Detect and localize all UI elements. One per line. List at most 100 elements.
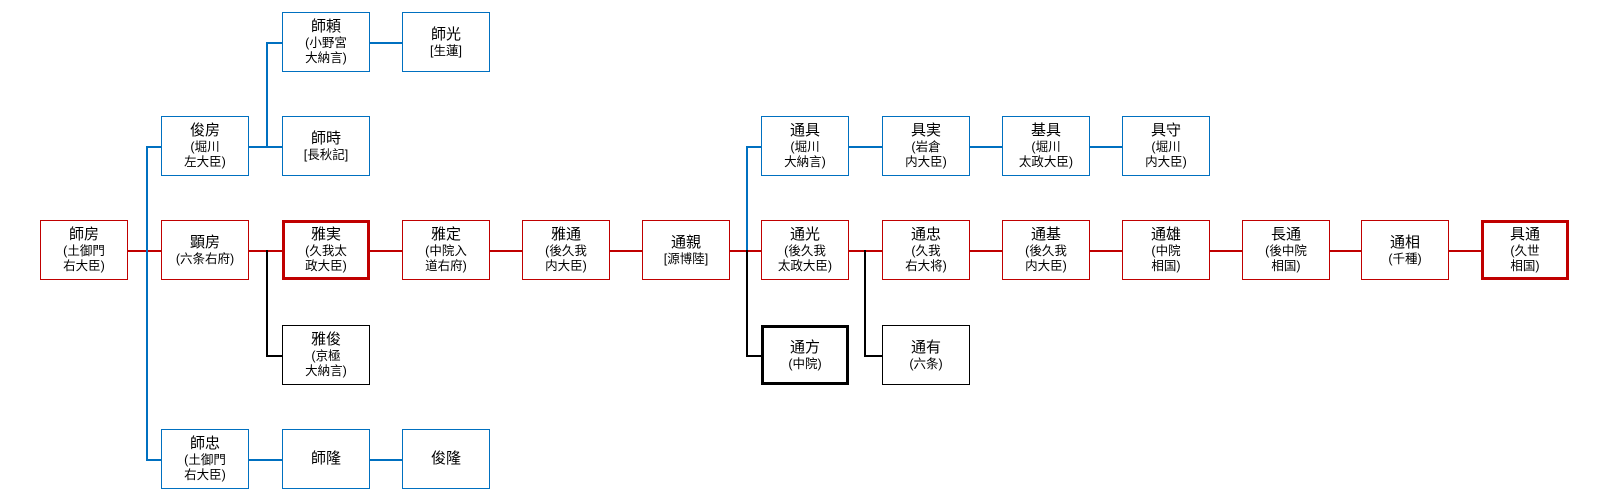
person-title-line: 相国) <box>1510 259 1540 273</box>
person-title-line: [長秋記] <box>303 147 349 162</box>
person-title-line: (小野宮 <box>305 36 347 50</box>
connector-line <box>266 250 268 357</box>
connector-line <box>970 250 1004 252</box>
person-name: 長通 <box>1270 226 1301 243</box>
person-title-line: (後久我 <box>784 244 826 258</box>
connector-line <box>266 42 284 44</box>
connector-line <box>746 146 763 148</box>
person-box-akifusa: 顕房(六条右府) <box>161 220 249 280</box>
person-title-line: (六条右府) <box>175 251 235 266</box>
person-title-line: 大納言) <box>305 364 347 378</box>
person-name: 通方 <box>789 338 820 356</box>
person-name: 雅通 <box>550 226 581 243</box>
person-box-michichika: 通親[源博陸] <box>642 220 730 280</box>
person-box-tomozane: 具実(岩倉内大臣) <box>882 116 970 176</box>
connector-line <box>849 250 884 252</box>
connector-line <box>1090 250 1124 252</box>
connector-line <box>370 250 404 252</box>
connector-line <box>746 146 748 252</box>
person-title-line: 内大臣) <box>1025 259 1067 273</box>
person-name: 師光 <box>430 25 461 43</box>
connector-line <box>1330 250 1363 252</box>
person-title-line: (堀川 <box>1031 140 1061 154</box>
person-title-line: (堀川 <box>190 140 220 154</box>
connector-line <box>370 459 404 461</box>
person-title-line: 内大臣) <box>1145 155 1187 169</box>
person-name: 通雄 <box>1150 226 1181 243</box>
person-name: 通有 <box>910 338 941 356</box>
connector-line <box>1090 146 1124 148</box>
person-name: 通基 <box>1030 226 1061 243</box>
person-title-line: (堀川 <box>1151 140 1181 154</box>
person-box-michimoto: 通基(後久我内大臣) <box>1002 220 1090 280</box>
person-title-line: (久我太 <box>305 244 347 258</box>
person-name: 顕房 <box>189 233 220 251</box>
connector-line <box>146 146 163 148</box>
person-title-line: 内大臣) <box>905 155 947 169</box>
connector-line <box>490 250 524 252</box>
person-name: 師忠 <box>189 435 220 452</box>
person-title-line: (中院) <box>788 356 822 371</box>
person-name: 師時 <box>310 129 341 147</box>
person-box-masamichi: 雅通(後久我内大臣) <box>522 220 610 280</box>
person-title-line: 大納言) <box>784 155 826 169</box>
person-title-line: 左大臣) <box>184 155 226 169</box>
person-title-line: 相国) <box>1151 259 1181 273</box>
person-name: 具通 <box>1509 226 1540 243</box>
person-box-toshitaka: 俊隆 <box>402 429 490 489</box>
person-title-line: 相国) <box>1271 259 1301 273</box>
person-name: 通親 <box>670 233 701 251</box>
person-name: 俊隆 <box>430 450 461 467</box>
person-title-line: (後久我 <box>545 244 587 258</box>
person-box-michisuke: 通相(千種) <box>1361 220 1449 280</box>
person-box-masasada: 雅定(中院入道右府) <box>402 220 490 280</box>
person-title-line: (六条) <box>909 356 943 371</box>
person-title-line: [源博陸] <box>663 251 709 266</box>
person-title-line: 太政大臣) <box>1018 155 1074 169</box>
person-title-line: (後中院 <box>1265 244 1307 258</box>
person-box-morotaka: 師隆 <box>282 429 370 489</box>
person-box-toshifusa: 俊房(堀川左大臣) <box>161 116 249 176</box>
person-box-mototomo: 基具(堀川太政大臣) <box>1002 116 1090 176</box>
person-title-line: (京極 <box>311 349 341 363</box>
connector-line <box>266 355 284 357</box>
person-box-masatoshi: 雅俊(京極大納言) <box>282 325 370 385</box>
person-title-line: 太政大臣) <box>777 259 833 273</box>
person-box-michitomo: 通具(堀川大納言) <box>761 116 849 176</box>
person-name: 通相 <box>1389 233 1420 251</box>
connector-line <box>146 146 148 461</box>
person-box-michiari: 通有(六条) <box>882 325 970 385</box>
person-box-tomomori: 具守(堀川内大臣) <box>1122 116 1210 176</box>
connector-line <box>266 42 268 148</box>
person-name: 俊房 <box>189 122 220 139</box>
person-title-line: (土御門 <box>63 244 105 258</box>
connector-line <box>864 250 866 357</box>
person-title-line: 政大臣) <box>305 259 347 273</box>
connector-line <box>970 146 1004 148</box>
person-name: 通忠 <box>910 226 941 243</box>
person-title-line: 道右府) <box>425 259 467 273</box>
connector-line <box>249 459 284 461</box>
person-box-moroyori: 師頼(小野宮大納言) <box>282 12 370 72</box>
person-name: 通光 <box>789 226 820 243</box>
connector-line <box>146 459 163 461</box>
person-title-line: 右大臣) <box>184 468 226 482</box>
person-title-line: (土御門 <box>184 453 226 467</box>
person-box-morofusa: 師房(土御門右大臣) <box>40 220 128 280</box>
person-title-line: [生蓮] <box>430 43 462 58</box>
person-box-morotada: 師忠(土御門右大臣) <box>161 429 249 489</box>
connector-line <box>746 250 748 357</box>
person-title-line: 右大将) <box>905 259 947 273</box>
connector-line <box>1210 250 1244 252</box>
person-title-line: 内大臣) <box>545 259 587 273</box>
person-box-morotoki: 師時[長秋記] <box>282 116 370 176</box>
connector-line <box>849 146 884 148</box>
person-name: 通具 <box>789 122 820 139</box>
person-name: 雅実 <box>310 226 341 243</box>
connector-line <box>128 250 163 252</box>
connector-line <box>370 42 404 44</box>
person-title-line: (久我 <box>911 244 941 258</box>
person-name: 基具 <box>1030 122 1061 139</box>
person-name: 雅俊 <box>310 331 341 348</box>
